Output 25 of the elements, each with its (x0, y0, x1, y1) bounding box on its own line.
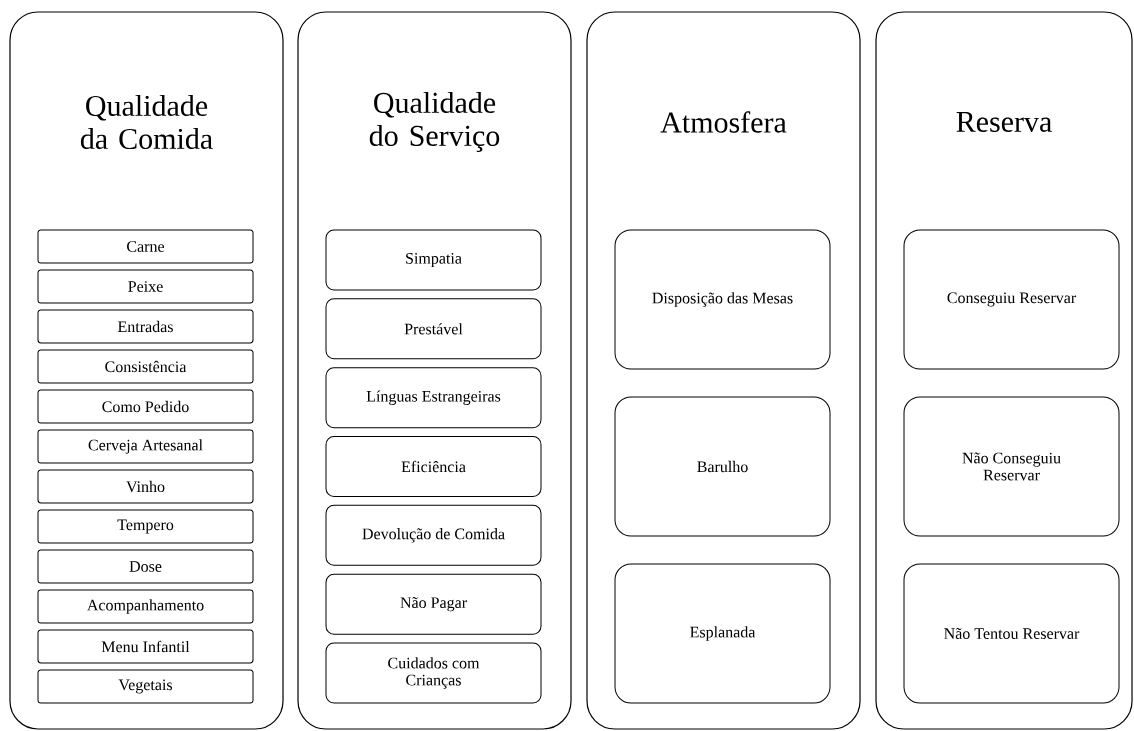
item-box: Não Pagar (325, 573, 542, 635)
item-box: Não Tentou Reservar (903, 563, 1120, 704)
item-box: Tempero (37, 509, 254, 544)
item-box: Prestável (325, 298, 542, 360)
item-box: Acompanhamento (37, 589, 254, 624)
item-box: Esplanada (614, 563, 831, 704)
item-box: Devolução de Comida (325, 504, 542, 566)
item-box: Cerveja Artesanal (37, 429, 254, 464)
item-box: Entradas (37, 309, 254, 344)
item-box: Vinho (37, 469, 254, 504)
item-box: Simpatia (325, 229, 542, 291)
item-box: Barulho (614, 396, 831, 537)
item-box: Menu Infantil (37, 629, 254, 664)
item-box: Dose (37, 549, 254, 584)
item-box: Como Pedido (37, 389, 254, 424)
item-box: Consistência (37, 349, 254, 384)
item-box: Disposição das Mesas (614, 229, 831, 370)
item-box: Cuidados com Crianças (325, 642, 542, 704)
item-box: Eficiência (325, 436, 542, 497)
item-box: Línguas Estrangeiras (325, 367, 542, 429)
item-box: Carne (37, 229, 254, 264)
item-box: Vegetais (37, 669, 254, 704)
item-box: Não Conseguiu Reservar (903, 396, 1120, 537)
item-box: Peixe (37, 269, 254, 304)
item-box: Conseguiu Reservar (903, 229, 1120, 370)
